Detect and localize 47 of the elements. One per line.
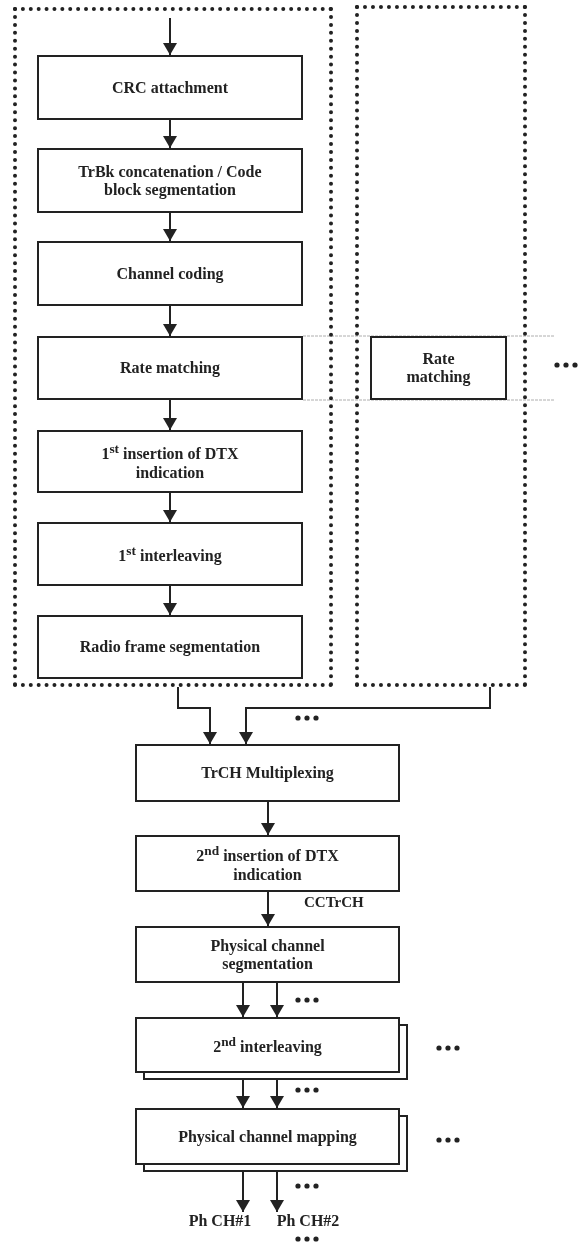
- step-label: CRC attachment: [112, 78, 228, 97]
- arrow: [261, 801, 275, 836]
- process-box: [37, 336, 303, 400]
- process-box: [37, 615, 303, 679]
- arrow: [270, 1079, 284, 1109]
- arrow: [261, 891, 275, 927]
- step-label: Radio frame segmentation: [79, 638, 261, 656]
- arrow: [163, 492, 177, 523]
- step-label: Channel coding: [116, 264, 224, 283]
- arrow: [239, 686, 491, 745]
- arrow: [163, 17, 177, 56]
- arrow: [163, 585, 177, 616]
- arrow: [236, 1079, 250, 1109]
- process-box: [37, 241, 303, 306]
- process-box: [37, 148, 303, 213]
- dotted-group-box: [355, 5, 527, 687]
- step-label: Physical channel segmentation: [209, 936, 326, 973]
- dotted-group-box: [13, 7, 333, 687]
- step-label: Physical channel mapping: [178, 1127, 357, 1146]
- channel-label: Ph CH#2: [268, 1212, 348, 1234]
- arrow: [177, 686, 217, 745]
- step-label: 2$^{nd}$ interleaving: [213, 1033, 322, 1057]
- process-box: [370, 336, 507, 400]
- arrow: [163, 119, 177, 149]
- process-box: [135, 835, 400, 892]
- process-box: [37, 430, 303, 493]
- step-label: 1$^{st}$ insertion of DTX indication: [100, 441, 240, 482]
- arrow: [236, 1171, 250, 1213]
- step-label: TrCH Multiplexing: [201, 764, 334, 782]
- arrow: [163, 399, 177, 431]
- stacked-process-box: [135, 1108, 408, 1172]
- process-box: [37, 522, 303, 586]
- arrow: [270, 982, 284, 1018]
- channel-label: Ph CH#1: [185, 1212, 255, 1234]
- process-box: [135, 744, 400, 802]
- step-label: 2$^{nd}$ insertion of DTX indication: [195, 843, 340, 884]
- arrow: [236, 982, 250, 1018]
- process-box: [37, 55, 303, 120]
- step-label: Rate matching: [405, 350, 472, 386]
- arrow: [163, 305, 177, 337]
- process-box: [135, 926, 400, 983]
- step-label: 1$^{st}$ interleaving: [118, 542, 222, 566]
- arrow: [270, 1171, 284, 1213]
- step-label: TrBk concatenation / Code block segmentation: [77, 162, 263, 199]
- arrow: [163, 212, 177, 242]
- stacked-process-box: [135, 1017, 408, 1080]
- step-label: Rate matching: [120, 359, 220, 377]
